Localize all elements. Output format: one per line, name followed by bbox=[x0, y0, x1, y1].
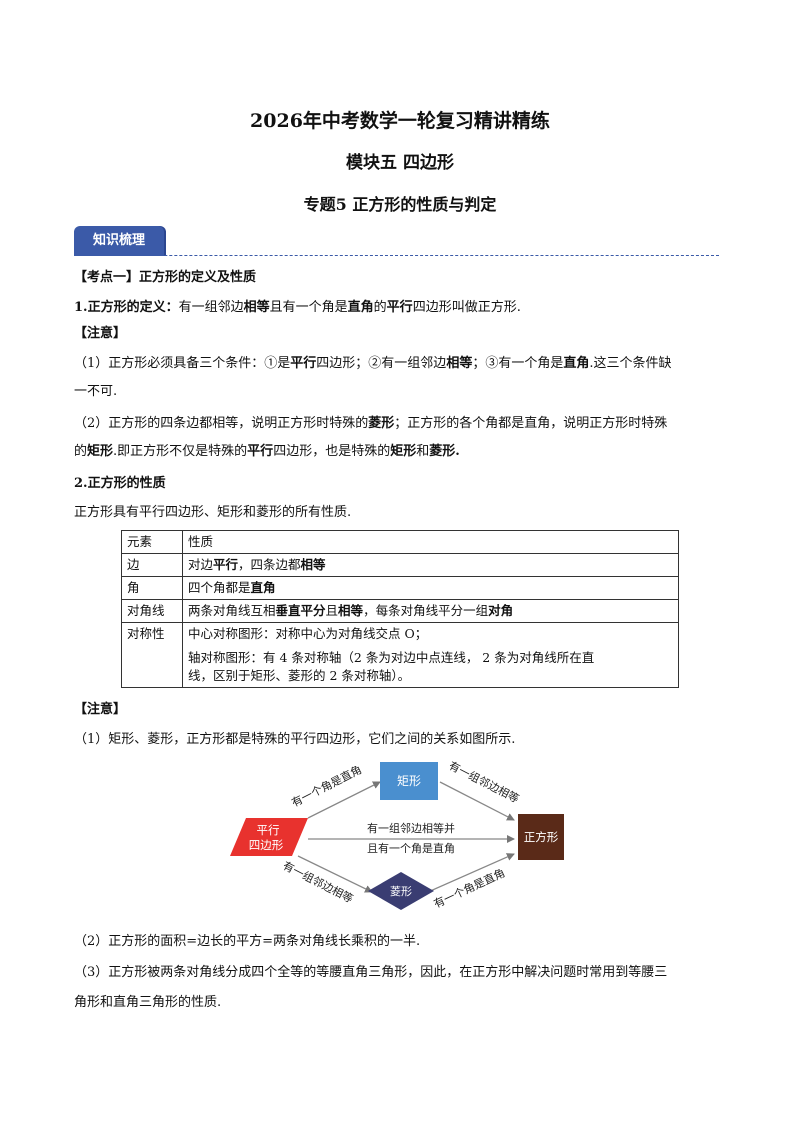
arrow-label-top-right: 有一组邻边相等 bbox=[447, 758, 522, 805]
table-row: 对称性 中心对称图形：对称中心为对角线交点 O； 轴对称图形：有 4 条对称轴（… bbox=[121, 622, 679, 688]
table-cell: 中心对称图形：对称中心为对角线交点 O； 轴对称图形：有 4 条对称轴（2 条为… bbox=[182, 622, 679, 688]
note1-item1-cont: 一不可. bbox=[74, 384, 118, 399]
doc-title: 2026年中考数学一轮复习精讲精练 bbox=[250, 110, 550, 132]
section-divider bbox=[74, 255, 719, 256]
kaodian1-heading: 【考点一】正方形的定义及性质 bbox=[74, 270, 257, 285]
parallelogram-shape bbox=[230, 818, 308, 856]
arrow-label-bottom-right: 有一个角是直角 bbox=[431, 865, 507, 910]
rhombus-label: 菱形 bbox=[390, 885, 412, 898]
table-cell: 性质 bbox=[182, 530, 679, 554]
table-cell: 对边平行，四条边都相等 bbox=[182, 553, 679, 577]
square-shape bbox=[518, 814, 564, 860]
arrow-rhombus-to-square bbox=[427, 853, 515, 893]
arrow-label-top-left: 有一个角是直角 bbox=[289, 762, 364, 809]
table-cell: 元素 bbox=[121, 530, 183, 554]
arrow-to-rhombus bbox=[297, 855, 373, 893]
arrow-rectangle-to-square bbox=[439, 781, 515, 821]
note2-item2: （2）正方形的面积=边长的平方=两条对角线长乘积的一半. bbox=[74, 934, 421, 949]
note2-item1: （1）矩形、菱形，正方形都是特殊的平行四边形，它们之间的关系如图所示. bbox=[74, 732, 516, 747]
table-row: 元素 性质 bbox=[121, 530, 679, 554]
table-cell: 边 bbox=[121, 553, 183, 577]
properties-table: 元素 性质 边 对边平行，四条边都相等 角 四个角都是直角 对角线 两条对角线互… bbox=[121, 530, 679, 688]
arrow-label-mid-2: 且有一个角是直角 bbox=[367, 841, 455, 855]
parallelogram-label-1: 平行 bbox=[257, 823, 280, 837]
note1-item2: （2）正方形的四条边都相等，说明正方形时特殊的菱形；正方形的各个角都是直角，说明… bbox=[74, 416, 668, 431]
topic-title: 专题5 正方形的性质与判定 bbox=[303, 195, 497, 214]
table-row: 对角线 两条对角线互相垂直平分且相等，每条对角线平分一组对角 bbox=[121, 599, 679, 623]
quadrilateral-relation-diagram: 平行 四边形 矩形 菱形 正方形 有一个角是直角 有一组邻边相等 有一组邻边相等… bbox=[230, 758, 564, 911]
section-tag: 知识梳理 bbox=[74, 226, 164, 256]
note1-item2-cont: 的矩形.即正方形不仅是特殊的平行四边形，也是特殊的矩形和菱形. bbox=[74, 444, 460, 459]
arrow-label-mid-1: 有一组邻边相等并 bbox=[367, 821, 455, 835]
table-cell: 两条对角线互相垂直平分且相等，每条对角线平分一组对角 bbox=[182, 599, 679, 623]
table-cell: 四个角都是直角 bbox=[182, 576, 679, 600]
table-row: 边 对边平行，四条边都相等 bbox=[121, 553, 679, 577]
note1-heading: 【注意】 bbox=[74, 326, 127, 341]
parallelogram-label-2: 四边形 bbox=[249, 838, 284, 852]
module-title: 模块五 四边形 bbox=[346, 153, 454, 173]
note2-item3: （3）正方形被两条对角线分成四个全等的等腰直角三角形，因此，在正方形中解决问题时… bbox=[74, 965, 668, 980]
definition-line: 1.正方形的定义：有一组邻边相等且有一个角是直角的平行四边形叫做正方形. bbox=[74, 300, 521, 315]
rectangle-shape bbox=[380, 762, 438, 800]
rectangle-label: 矩形 bbox=[397, 774, 421, 788]
note1-item1: （1）正方形必须具备三个条件：①是平行四边形；②有一组邻边相等；③有一个角是直角… bbox=[74, 356, 672, 371]
table-cell: 对角线 bbox=[121, 599, 183, 623]
table-cell: 对称性 bbox=[121, 622, 183, 688]
note2-item3-cont: 角形和直角三角形的性质. bbox=[74, 995, 222, 1010]
table-row: 角 四个角都是直角 bbox=[121, 576, 679, 600]
square-label: 正方形 bbox=[524, 830, 559, 844]
props-heading: 2.正方形的性质 bbox=[74, 476, 166, 491]
props-intro: 正方形具有平行四边形、矩形和菱形的所有性质. bbox=[74, 505, 352, 520]
arrow-to-rectangle bbox=[307, 781, 381, 819]
note2-heading: 【注意】 bbox=[74, 702, 127, 717]
rhombus-shape bbox=[368, 872, 434, 910]
table-cell: 角 bbox=[121, 576, 183, 600]
